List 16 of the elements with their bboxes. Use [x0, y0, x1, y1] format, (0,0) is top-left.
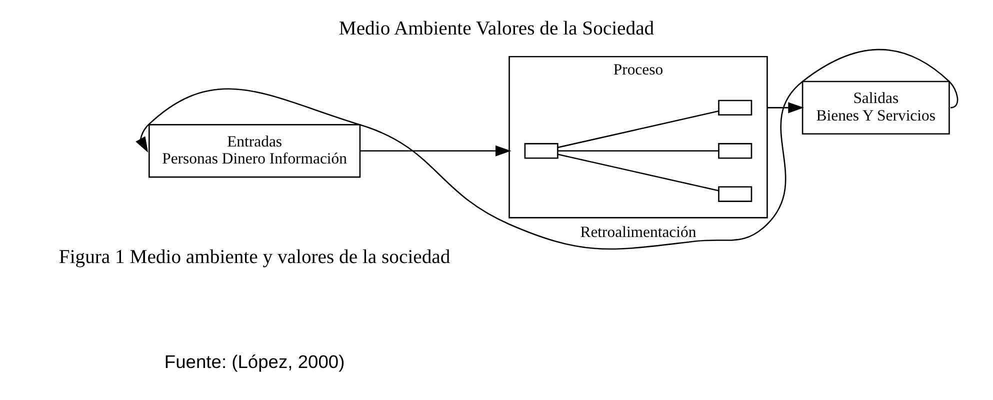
node-box: Salidas Bienes Y Servicios	[802, 80, 950, 135]
node-box	[524, 143, 558, 159]
connector	[558, 154, 719, 192]
caption: Figura 1 Medio ambiente y valores de la sociedad	[58, 246, 450, 268]
node-box	[718, 143, 752, 159]
node-box: Entradas Personas Dinero Información	[148, 124, 361, 178]
arrow	[360, 145, 512, 156]
node-box	[718, 186, 752, 202]
diagram-title: Medio Ambiente Valores de la Sociedad	[338, 17, 654, 40]
node-box	[718, 100, 752, 116]
cluster: Proceso	[508, 56, 768, 218]
edge-label: Retroalimentación	[580, 224, 696, 241]
label: Fuente: (López, 2000)	[164, 350, 345, 372]
connector	[558, 150, 718, 152]
arrow	[767, 102, 804, 114]
connector	[558, 110, 719, 148]
